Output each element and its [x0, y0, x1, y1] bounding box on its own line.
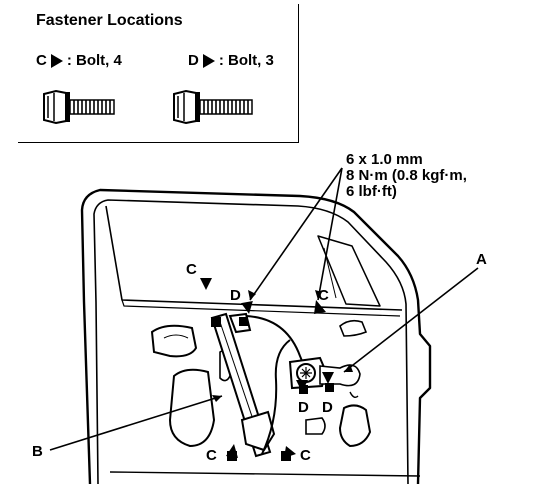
bolt-icon [43, 90, 115, 124]
regulator-rail [210, 312, 291, 461]
fastener-item-c-letter: C [36, 52, 47, 69]
leader-lines [49, 167, 479, 451]
torque-spec-lbf: 6 lbf·ft) [346, 183, 397, 200]
label-c: C [318, 287, 329, 304]
label-c: C [300, 447, 311, 464]
fastener-markers [200, 278, 334, 458]
bolt-icon [173, 90, 253, 124]
torque-spec-nm: 8 N·m (0.8 kgf·m, [346, 167, 467, 184]
triangle-pointer-icon [50, 53, 63, 68]
label-d: D [322, 399, 333, 416]
fastener-item-c-description: : Bolt, 4 [66, 52, 122, 69]
torque-spec-size: 6 x 1.0 mm [346, 151, 423, 168]
door-frame [80, 188, 432, 485]
fastener-item-d-description: : Bolt, 3 [218, 52, 274, 69]
triangle-pointer-icon [202, 53, 215, 68]
label-d: D [298, 399, 309, 416]
fastener-item-d-letter: D [188, 52, 199, 69]
fastener-item-d: D : Bolt, 3 [188, 52, 274, 69]
label-a: A [476, 251, 487, 268]
label-c: C [206, 447, 217, 464]
torque-spec: 6 x 1.0 mm 8 N·m (0.8 kgf·m, 6 lbf·ft) [346, 152, 467, 200]
label-b: B [32, 443, 43, 460]
fastener-panel-border [18, 4, 299, 143]
fastener-item-c: C : Bolt, 4 [36, 52, 122, 69]
label-d: D [230, 287, 241, 304]
label-c: C [186, 261, 197, 278]
fastener-panel-title: Fastener Locations [36, 12, 183, 29]
